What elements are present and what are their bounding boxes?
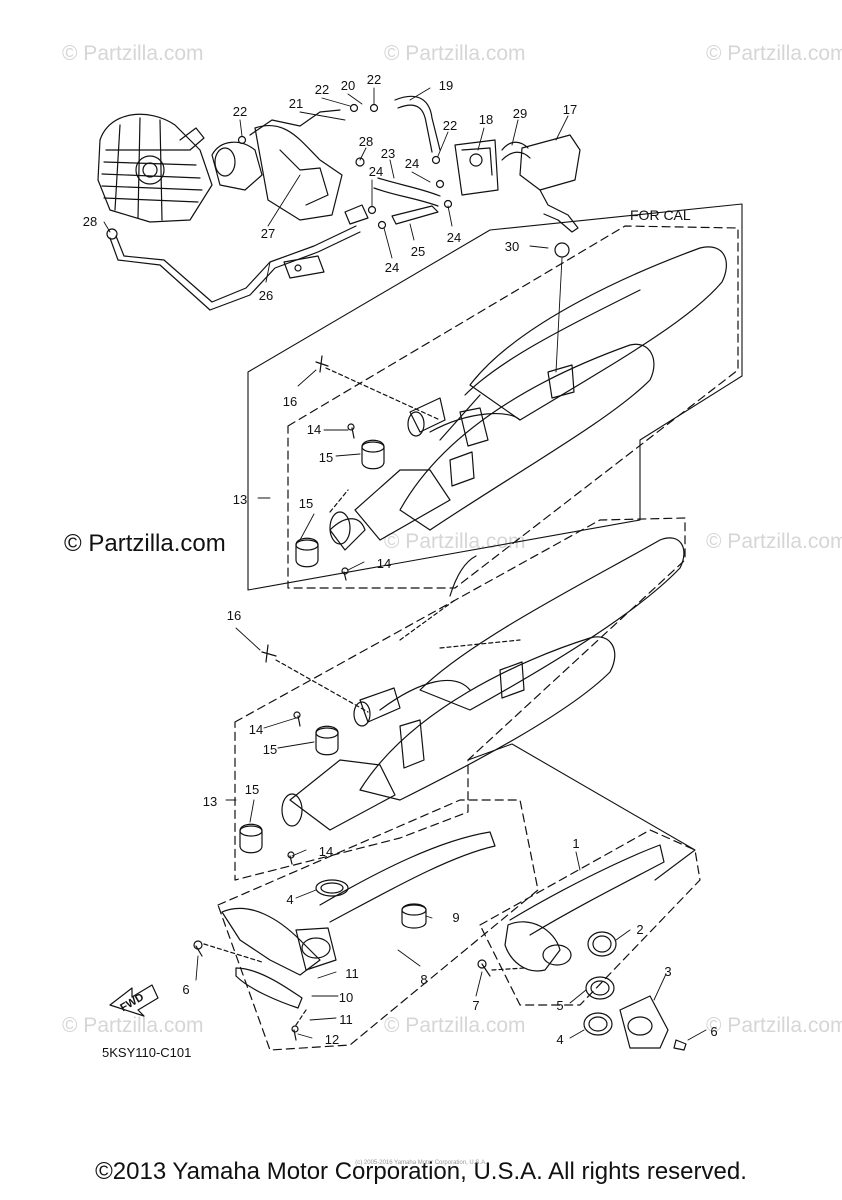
callout-8: 8	[420, 972, 427, 987]
callout-13: 13	[233, 492, 247, 507]
for-cal-label: FOR CAL	[630, 207, 691, 223]
reed-valve-assembly	[106, 95, 581, 311]
muffler-upper-cal	[295, 246, 727, 581]
callout-24: 24	[405, 156, 419, 171]
callout-20: 20	[341, 78, 355, 93]
callout-21: 21	[289, 96, 303, 111]
footer-copyright: ©2013 Yamaha Motor Corporation, U.S.A. A…	[95, 1158, 747, 1185]
callout-10: 10	[339, 990, 353, 1005]
callout-29: 29	[513, 106, 527, 121]
muffler-lower	[234, 517, 686, 881]
callout-24: 24	[447, 230, 461, 245]
callout-24: 24	[385, 260, 399, 275]
callout-5: 5	[556, 998, 563, 1013]
watermark-top-right: © Partzilla.com	[706, 42, 842, 65]
callout-6: 6	[710, 1024, 717, 1039]
watermark-bottom-left: © Partzilla.com	[62, 1014, 204, 1037]
callout-3: 3	[664, 964, 671, 979]
watermark-bottom-right: © Partzilla.com	[706, 1014, 842, 1037]
footer-small-print: (c) 2005-2016 Yamaha Motor Corporation, …	[355, 1160, 487, 1166]
watermark-mid-left: © Partzilla.com	[64, 530, 226, 557]
exhaust-pipe-left	[193, 799, 539, 1051]
set-connector-outline	[467, 743, 696, 881]
callout-14: 14	[377, 556, 391, 571]
engine-cylinder-drawing	[97, 113, 213, 223]
callout-22: 22	[367, 72, 381, 87]
callout-26: 26	[259, 288, 273, 303]
callout-22: 22	[315, 82, 329, 97]
fwd-arrow-icon: FWD	[109, 984, 159, 1017]
callout-11: 11	[345, 966, 359, 981]
callout-14: 14	[319, 844, 333, 859]
callout-27: 27	[261, 226, 275, 241]
callout-28: 28	[83, 214, 97, 229]
callouts: 22 21 22 20 22 19 22 18 29 17 28 23 24 2…	[83, 72, 718, 1047]
callout-12: 12	[325, 1032, 339, 1047]
callout-15: 15	[263, 742, 277, 757]
callout-23: 23	[381, 146, 395, 161]
callout-4: 4	[286, 892, 293, 907]
callout-1: 1	[572, 836, 579, 851]
callout-6: 6	[182, 982, 189, 997]
exhaust-pipe-right	[477, 829, 701, 1051]
watermark-top-center: © Partzilla.com	[384, 42, 526, 65]
callout-9: 9	[452, 910, 459, 925]
callout-4: 4	[556, 1032, 563, 1047]
for-cal-dashed-box	[287, 225, 739, 589]
watermark-top-left: © Partzilla.com	[62, 42, 204, 65]
callout-17: 17	[563, 102, 577, 117]
callout-22: 22	[233, 104, 247, 119]
diagram-code: 5KSY110-C101	[102, 1045, 191, 1060]
callout-16: 16	[227, 608, 241, 623]
callout-11: 11	[339, 1012, 353, 1027]
callout-7: 7	[472, 998, 479, 1013]
callout-14: 14	[307, 422, 321, 437]
callout-15: 15	[245, 782, 259, 797]
callout-18: 18	[479, 112, 493, 127]
callout-2: 2	[636, 922, 643, 937]
callout-22: 22	[443, 118, 457, 133]
callout-13: 13	[203, 794, 217, 809]
callout-16: 16	[283, 394, 297, 409]
callout-14: 14	[249, 722, 263, 737]
callout-15: 15	[319, 450, 333, 465]
callout-24: 24	[369, 164, 383, 179]
callout-25: 25	[411, 244, 425, 259]
for-cal-outline	[247, 203, 743, 591]
watermark-mid-right: © Partzilla.com	[706, 530, 842, 553]
callout-30: 30	[505, 239, 519, 254]
watermark-bottom-center: © Partzilla.com	[384, 1014, 526, 1037]
callout-28: 28	[359, 134, 373, 149]
callout-19: 19	[439, 78, 453, 93]
callout-15: 15	[299, 496, 313, 511]
leader-lines	[103, 87, 707, 1041]
